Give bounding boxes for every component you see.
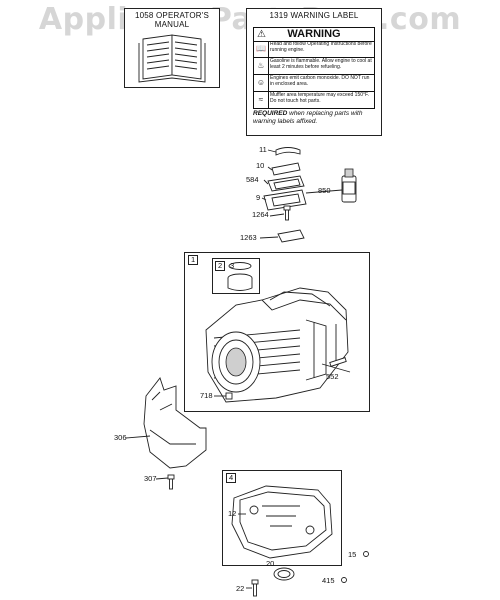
dowel-pin-718: [225, 392, 233, 400]
warning-row-text: Read and follow Operating Instructions b…: [270, 41, 372, 53]
callout-20[interactable]: 20: [266, 559, 275, 568]
air-guide-306: [143, 377, 207, 469]
breather-gasket: [263, 189, 307, 211]
manual-book-icon: [138, 34, 206, 83]
warning-label-title: 1319 WARNING LABEL: [269, 11, 359, 20]
callout-415[interactable]: 415: [322, 576, 335, 585]
warning-row: ≈ Muffler area temperature may exceed 15…: [253, 92, 375, 109]
washer-415: [341, 577, 347, 583]
required-note: REQUIRED when replacing parts with warni…: [253, 110, 377, 126]
warning-row-text: Engines emit carbon monoxide. DO NOT run…: [270, 75, 370, 87]
callout-3[interactable]: 3: [230, 261, 235, 270]
fumes-icon: ☺: [254, 75, 269, 91]
drain-plug-15: [363, 551, 369, 557]
callout-307[interactable]: 307: [144, 474, 157, 483]
operators-manual-box[interactable]: 1058 OPERATOR'S MANUAL: [124, 8, 220, 88]
hot-surface-icon: ≈: [254, 92, 269, 108]
callout-22[interactable]: 22: [236, 584, 245, 593]
callout-1263[interactable]: 1263: [240, 233, 257, 242]
bolt-552: [329, 357, 347, 367]
operators-manual-label: 1058 OPERATOR'S MANUAL: [134, 11, 210, 29]
required-text: when replacing parts with warning labels…: [253, 110, 363, 125]
breather-cover: [271, 162, 301, 176]
warning-row: ♨ Gasoline is flammable. Allow engine to…: [253, 58, 375, 75]
callout-9[interactable]: 9: [256, 193, 261, 202]
callout-1264[interactable]: 1264: [252, 210, 269, 219]
callout-306[interactable]: 306: [114, 433, 127, 442]
callout-718[interactable]: 718: [200, 391, 213, 400]
bolt-22: [251, 579, 259, 585]
warning-heading: ⚠ WARNING: [253, 27, 375, 42]
manual-icon: 📖: [254, 41, 269, 57]
callout-1[interactable]: 1: [188, 255, 199, 265]
plate-1263: [277, 229, 305, 243]
breather-tube: [275, 147, 301, 156]
oil-pan-12: [231, 485, 333, 559]
callout-2[interactable]: 2: [215, 261, 226, 271]
warning-heading-text: WARNING: [287, 28, 341, 40]
warning-row-text: Muffler area temperature may exceed 150°…: [270, 92, 369, 104]
warning-row-text: Gasoline is flammable. Allow engine to c…: [270, 58, 372, 70]
callout-10[interactable]: 10: [256, 161, 265, 170]
warning-triangle-icon: ⚠: [257, 29, 266, 40]
piston-ring-icon: [228, 262, 252, 270]
warning-label-box[interactable]: 1319 WARNING LABEL ⚠ WARNING 📖 Read and …: [246, 8, 382, 136]
fire-icon: ♨: [254, 58, 269, 74]
callout-4[interactable]: 4: [226, 473, 237, 483]
callout-552[interactable]: 552: [326, 372, 339, 381]
warning-row: ☺ Engines emit carbon monoxide. DO NOT r…: [253, 75, 375, 92]
callout-850[interactable]: 850: [318, 186, 331, 195]
required-bold: REQUIRED: [253, 110, 288, 117]
callout-15[interactable]: 15: [348, 550, 357, 559]
callout-12[interactable]: 12: [228, 509, 237, 518]
warning-row: 📖 Read and follow Operating Instructions…: [253, 41, 375, 58]
oil-seal-20: [273, 567, 295, 581]
callout-11[interactable]: 11: [259, 145, 267, 154]
callout-584[interactable]: 584: [246, 175, 259, 184]
